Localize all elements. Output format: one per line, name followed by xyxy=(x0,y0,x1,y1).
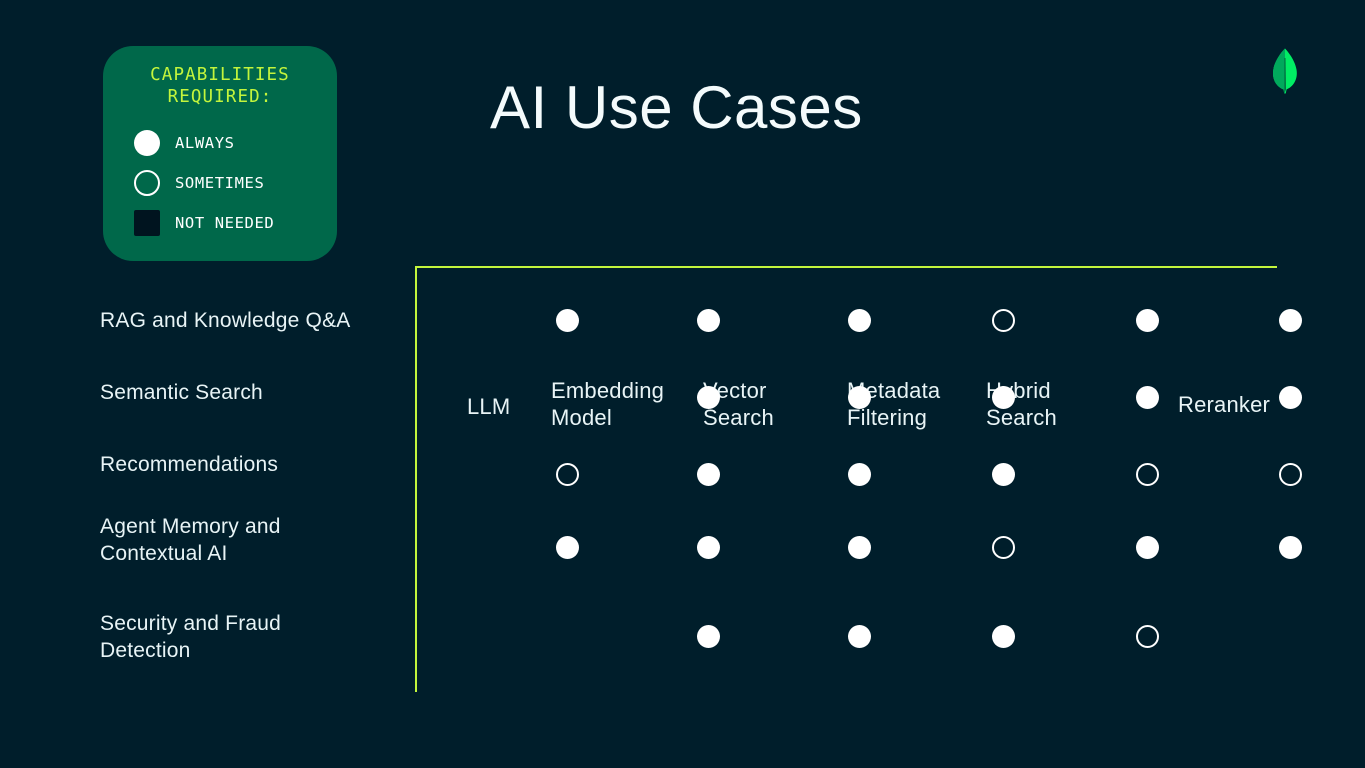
matrix-cell-sometimes-icon xyxy=(556,463,579,486)
matrix-cell-always-icon xyxy=(556,309,579,332)
matrix-cell-always-icon xyxy=(697,625,720,648)
legend-title: CAPABILITIES REQUIRED: xyxy=(150,65,290,107)
matrix-cell-always-icon xyxy=(848,536,871,559)
column-header-2: Embedding Model xyxy=(551,378,665,430)
legend-items: ALWAYS SOMETIMES NOT NEEDED xyxy=(103,123,337,243)
column-header-3: Vector Search xyxy=(703,378,774,430)
matrix-cell-sometimes-icon xyxy=(1136,463,1159,486)
matrix-cell-always-icon xyxy=(848,625,871,648)
row-label-3: Recommendations xyxy=(100,453,279,476)
legend-label-always: ALWAYS xyxy=(175,134,235,152)
matrix-cell-always-icon xyxy=(697,536,720,559)
row-label-4: Agent Memory and Contextual AI xyxy=(100,515,281,565)
matrix-cell-sometimes-icon xyxy=(992,309,1015,332)
matrix-cell-always-icon xyxy=(992,386,1015,409)
matrix-cell-always-icon xyxy=(848,463,871,486)
dark-square-icon xyxy=(134,210,160,236)
matrix-cell-always-icon xyxy=(848,386,871,409)
row-label-1: RAG and Knowledge Q&A xyxy=(100,309,351,332)
column-header-4: Metadata Filtering xyxy=(847,378,941,430)
page-title: AI Use Cases xyxy=(490,74,863,141)
row-label-2: Semantic Search xyxy=(100,381,263,404)
legend-label-sometimes: SOMETIMES xyxy=(175,174,265,192)
capability-matrix: LLM Embedding Model Vector Search Metadata … xyxy=(100,185,1302,695)
matrix-cell-always-icon xyxy=(697,386,720,409)
filled-circle-icon xyxy=(134,130,160,156)
legend-label-not-needed: NOT NEEDED xyxy=(175,214,275,232)
row-label-5: Security and Fraud Detection xyxy=(100,612,282,662)
matrix-cell-always-icon xyxy=(697,309,720,332)
matrix-cell-sometimes-icon xyxy=(1279,463,1302,486)
matrix-cell-always-icon xyxy=(992,463,1015,486)
legend-card: CAPABILITIES REQUIRED: ALWAYS SOMETIMES … xyxy=(103,46,337,261)
matrix-cell-always-icon xyxy=(1136,536,1159,559)
mongodb-leaf-icon xyxy=(1268,48,1302,94)
legend-item-sometimes: SOMETIMES xyxy=(134,163,337,203)
matrix-cell-always-icon xyxy=(1279,386,1302,409)
matrix-cell-always-icon xyxy=(1279,309,1302,332)
matrix-cell-always-icon xyxy=(556,536,579,559)
matrix-cell-always-icon xyxy=(1279,536,1302,559)
matrix-cell-always-icon xyxy=(697,463,720,486)
matrix-top-axis-line xyxy=(415,266,1277,268)
matrix-cell-always-icon xyxy=(1136,386,1159,409)
matrix-cell-sometimes-icon xyxy=(992,536,1015,559)
matrix-cell-always-icon xyxy=(848,309,871,332)
matrix-cell-always-icon xyxy=(992,625,1015,648)
legend-item-not-needed: NOT NEEDED xyxy=(134,203,337,243)
legend-item-always: ALWAYS xyxy=(134,123,337,163)
column-header-6: Reranker xyxy=(1178,392,1271,417)
column-header-1: LLM xyxy=(467,394,511,419)
hollow-circle-icon xyxy=(134,170,160,196)
matrix-cell-always-icon xyxy=(1136,309,1159,332)
matrix-cell-sometimes-icon xyxy=(1136,625,1159,648)
matrix-left-axis-line xyxy=(415,266,417,692)
